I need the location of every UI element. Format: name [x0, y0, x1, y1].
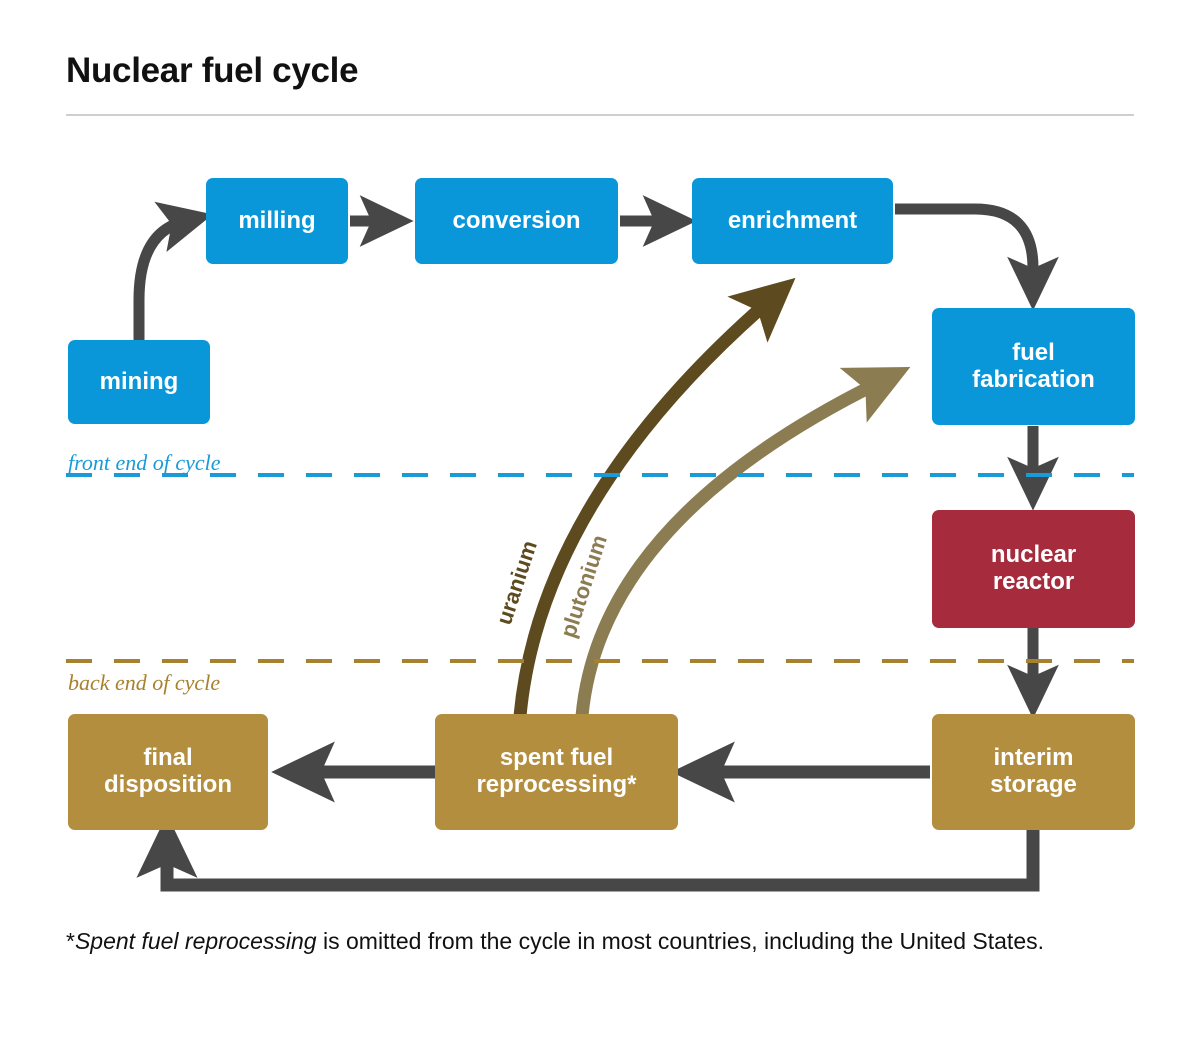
node-spent-fuel-reprocessing-label-line2: reprocessing* [476, 771, 637, 798]
node-enrichment[interactable]: enrichment [692, 178, 893, 264]
node-fuel-fabrication-label-line1: fuel [1012, 338, 1055, 366]
node-interim-storage[interactable]: interim storage [932, 714, 1135, 830]
node-spent-fuel-reprocessing-label-line1: spent fuel [499, 744, 614, 772]
node-nuclear-reactor-label-line2: reactor [992, 568, 1075, 595]
node-final-disposition-label-line2: disposition [104, 771, 232, 798]
node-enrichment-label: enrichment [727, 206, 858, 234]
node-interim-storage-label-line1: interim [993, 744, 1074, 772]
node-milling[interactable]: milling [206, 178, 348, 264]
node-fuel-fabrication[interactable]: fuel fabrication [932, 308, 1135, 425]
footnote-rest: is omitted from the cycle in most countr… [316, 928, 1044, 954]
title-divider-rule [66, 114, 1134, 116]
node-milling-label: milling [238, 206, 316, 234]
node-mining-label: mining [99, 367, 179, 395]
node-nuclear-reactor-label-line1: nuclear [990, 541, 1077, 569]
footnote-marker: * [66, 928, 75, 954]
edge-enrichment-to-fuel-fabrication [895, 203, 1059, 311]
footnote-italic-term: Spent fuel reprocessing [74, 928, 317, 954]
node-final-disposition[interactable]: final disposition [68, 714, 268, 830]
node-final-disposition-label-line1: final [143, 744, 193, 772]
node-interim-storage-label-line2: storage [990, 771, 1077, 798]
edge-mining-to-milling [133, 201, 213, 340]
node-fuel-fabrication-label-line2: fabrication [972, 365, 1095, 393]
node-nuclear-reactor[interactable]: nuclear reactor [932, 510, 1135, 628]
front-end-of-cycle-label: front end of cycle [68, 450, 221, 475]
back-end-of-cycle-label: back end of cycle [68, 670, 221, 695]
node-spent-fuel-reprocessing[interactable]: spent fuel reprocessing* [435, 714, 678, 830]
footnote: *Spent fuel reprocessing is omitted from… [66, 925, 1126, 958]
node-mining[interactable]: mining [68, 340, 210, 424]
node-conversion-label: conversion [452, 206, 581, 234]
edge-plutonium-recycle [575, 367, 911, 717]
edge-interim-storage-to-final-disposition [136, 814, 1040, 892]
page-title: Nuclear fuel cycle [66, 51, 359, 90]
edge-uranium-recycle [513, 277, 796, 717]
node-conversion[interactable]: conversion [415, 178, 618, 264]
